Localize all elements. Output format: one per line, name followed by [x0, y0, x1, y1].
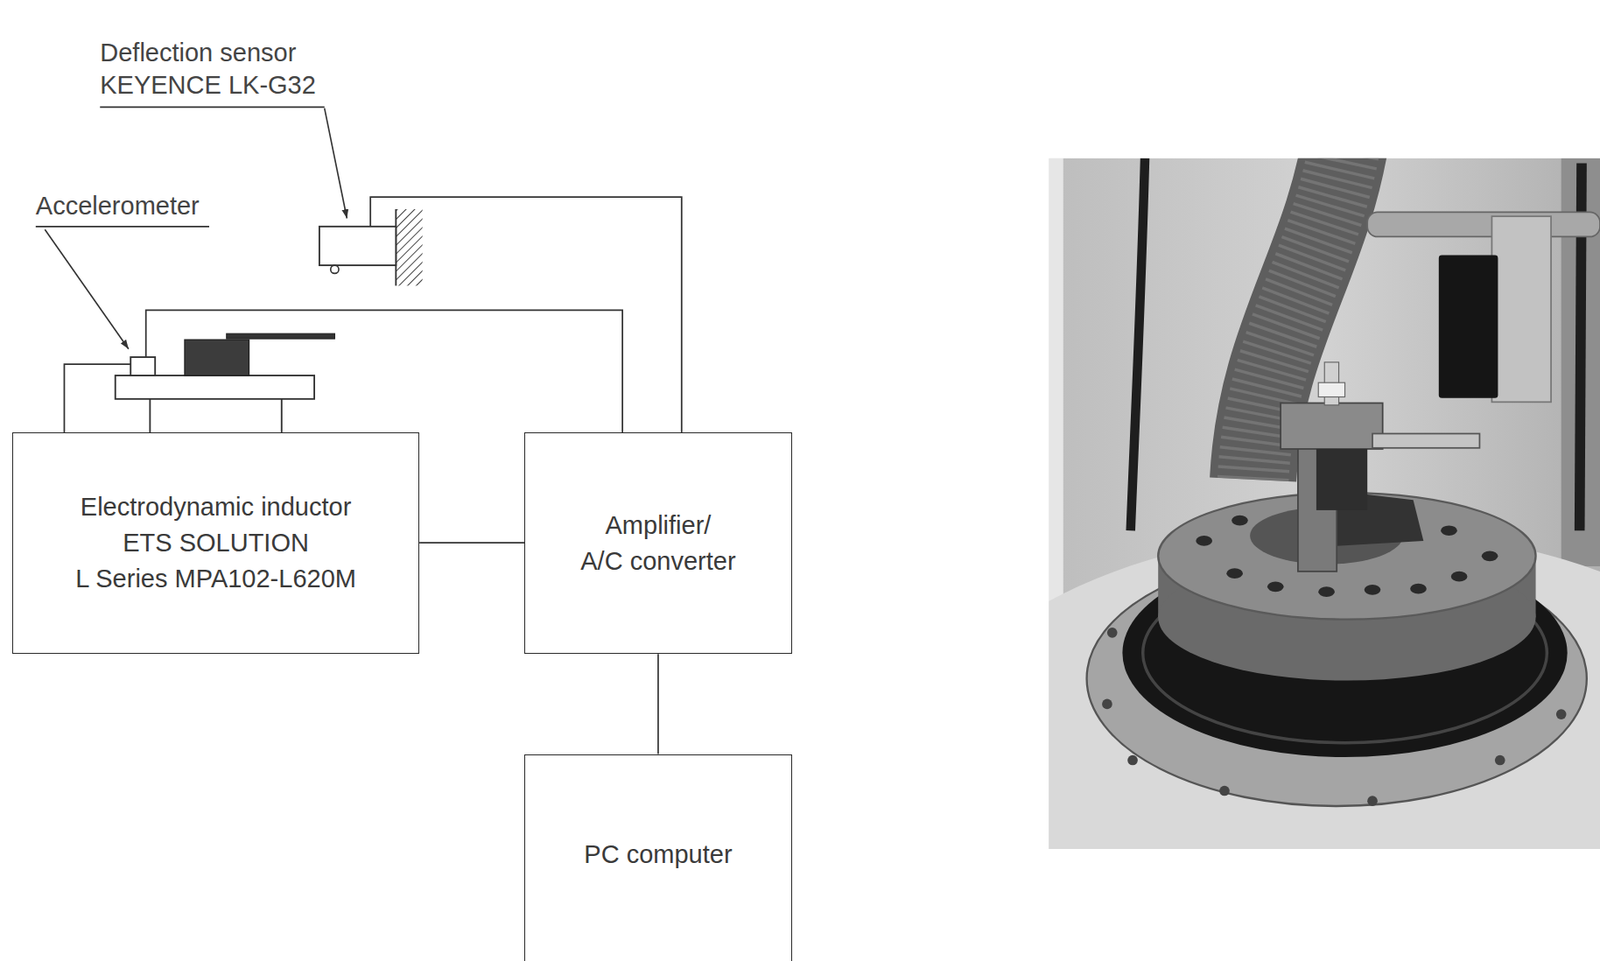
illustration-part	[1438, 254, 1499, 398]
shaker-table	[115, 375, 315, 400]
signal-connector	[419, 541, 525, 544]
illustration-part	[1364, 584, 1382, 596]
box-text: PC computer	[583, 836, 732, 873]
part-label: Accelerometer	[35, 189, 200, 223]
illustration-part	[1318, 382, 1345, 397]
illustration-part	[1280, 402, 1383, 449]
accelerometer-symbol	[130, 357, 155, 376]
illustration-part	[1107, 627, 1118, 639]
illustration-part	[1195, 535, 1213, 547]
illustration-part	[1226, 568, 1243, 579]
part-label: Deflection sensor KEYENCE LK-G32	[99, 36, 316, 102]
test-rig-photo	[1048, 158, 1600, 850]
illustration-part	[1440, 525, 1458, 536]
accelerometer-wire	[146, 309, 623, 433]
illustration-part	[1267, 582, 1285, 593]
illustration-part	[1367, 795, 1378, 807]
label-underline	[35, 225, 210, 228]
illustration-part	[1318, 586, 1335, 597]
illustration-part	[1451, 571, 1468, 583]
clamp-block	[184, 339, 249, 376]
illustration-part	[1491, 216, 1551, 402]
illustration-part	[1372, 433, 1480, 448]
illustration-part	[1101, 699, 1113, 710]
illustration-part	[1219, 785, 1230, 797]
computer-box: PC computer	[524, 754, 792, 961]
deflection-sensor-symbol	[319, 226, 396, 266]
box-text: Amplifier/ A/C converter	[580, 507, 736, 580]
illustration-part	[1481, 551, 1499, 562]
sensor-lens	[330, 265, 339, 274]
signal-connector	[657, 653, 660, 754]
table-stem	[148, 399, 151, 433]
fixed-wall-hatch	[395, 209, 422, 286]
illustration-part	[1231, 515, 1249, 527]
amplifier-box: Amplifier/ A/C converter	[524, 432, 792, 654]
illustration-part	[1367, 211, 1600, 237]
sensor-wire	[370, 196, 682, 433]
illustration-part	[1494, 755, 1506, 766]
illustration-part	[1556, 708, 1567, 720]
table-stem	[280, 399, 283, 433]
illustration-part	[1127, 755, 1138, 766]
specimen-beam	[226, 333, 336, 339]
illustration-part	[1410, 583, 1427, 595]
illustration-part	[1316, 449, 1368, 511]
box-text: Electrodynamic inductor ETS SOLUTION L S…	[75, 489, 357, 597]
shaker-box: Electrodynamic inductor ETS SOLUTION L S…	[12, 432, 420, 654]
illustration-part	[1130, 158, 1145, 532]
label-underline	[99, 106, 324, 109]
leader-line	[324, 108, 348, 219]
leader-line	[44, 229, 129, 349]
